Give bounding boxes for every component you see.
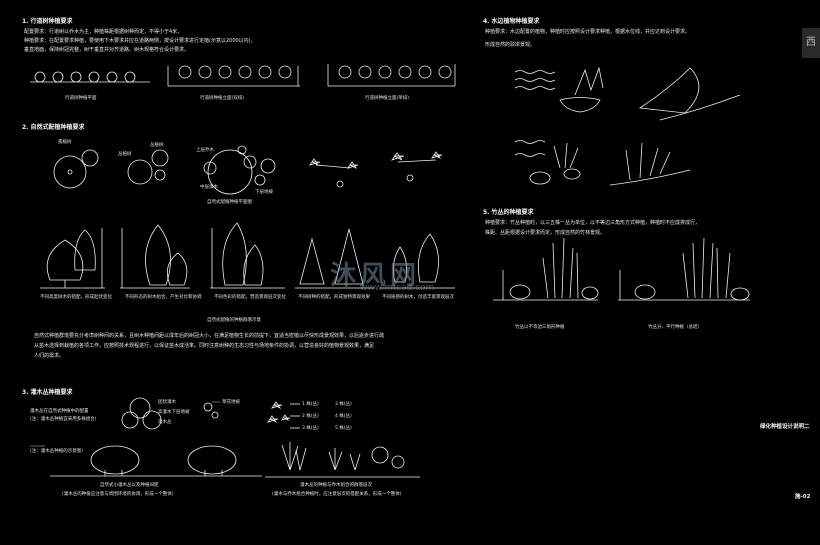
section-4-line-1: 种植要求：水边配置的植物，种植时应按照设计要求种植，根据水位线，并应达到设计要求… [485, 29, 691, 35]
legend-r3-b: 5 株(丛) [335, 426, 352, 431]
callout-5: 中层灌木 [200, 185, 218, 190]
section-5-line-1: 种植要求：竹丛种植时，以三五株一丛为单位，以不等边三角形方式种植，种植时不应成排… [485, 220, 701, 226]
row-trees-elev-double [167, 65, 300, 87]
s3-left-line-2: (注：灌木丛种植宜采用多株组合) [30, 417, 97, 422]
s3-left-line-1: 灌木丛在自然式种植中的配置 [30, 409, 89, 414]
legend-r1-b: 3 株(丛) [335, 402, 352, 407]
elev-caption-2: 不同形态的树木组合，产生对比和协调 [125, 295, 202, 300]
plan-caption: 自然式配植种植平面图 [207, 200, 252, 205]
elevation-frames [40, 228, 455, 289]
s3-left-note: (注：灌木丛种植的示意图) [30, 449, 84, 454]
section-5-line-2: 株距、丛距根据设计要求而定，形成自然的竹林景观。 [485, 230, 606, 236]
legend-lines [30, 401, 220, 447]
sheet-code: 施-02 [795, 494, 811, 500]
watermark-url: www.mfcad.com [360, 283, 435, 293]
elev-caption-4: 不同树种的搭配，形成独特景观效果 [298, 295, 370, 300]
elevation-trees [46, 222, 439, 288]
plan-symbols [53, 145, 276, 195]
palm-group [265, 442, 420, 478]
legend-r2-b: 4 株(丛) [335, 414, 352, 419]
row-trees-plan [30, 71, 150, 83]
section-4-line-2: 形成自然的驳岸景观。 [485, 42, 536, 48]
shrub-elev [50, 445, 262, 477]
s5-caption-2: 竹丛分、平行种植（总结） [648, 325, 702, 330]
caption-row-plan: 行道树种植平面 [65, 96, 97, 101]
section-5-title: 5. 竹丛的种植要求 [483, 209, 534, 216]
elev-caption-5: 不同质感的树木，创造丰富景观层次 [382, 295, 454, 300]
caption-row-single: 行道树种植立面(单排) [365, 96, 410, 101]
elev-caption-3: 不同色彩的搭配，营造景观层次变化 [214, 295, 286, 300]
section-1-title: 1. 行道树种植要求 [22, 18, 73, 25]
section-1-line-1: 配置要求：行道树以乔木为主，种植株距根据树种而定，不得小于4米， [24, 29, 183, 35]
row-trees-elev-single [327, 64, 456, 87]
callout-1: 孤植树 [58, 140, 72, 145]
s3-subcaption-2: (灌木与乔木组合种植时，应注意层次的搭配关系，形成一个整体) [272, 492, 402, 497]
bush-label-1: 团状灌木 [158, 400, 176, 405]
caption-row-double: 行道树种植立面(双排) [200, 96, 245, 101]
legend-r3-a: 3 株(丛) [302, 426, 319, 431]
callout-3: 丛植树 [150, 143, 164, 148]
bamboo-scene [493, 237, 750, 301]
section-3-title: 3. 灌木丛种植要求 [22, 389, 73, 396]
section-2-para-1: 自然式种植群落要充分考虑树种间的关系，且树木种植间距以成年后的树冠大小，在满足植… [34, 333, 385, 339]
section-2-title: 2. 自然式配植种植要求 [22, 124, 85, 131]
bush-label-2: 高灌木下层地被 [158, 410, 190, 415]
corner-tab[interactable]: 西 [802, 28, 820, 58]
s3-caption-1: 自然式小灌木丛以及种植间距 [100, 483, 159, 488]
callout-6: 下层地被 [255, 190, 273, 195]
watermark-logo: 沐风网 [330, 261, 421, 291]
legend-r2-a: 2 株(丛) [302, 414, 319, 419]
section-4-title: 4. 水边植物种植要求 [483, 18, 540, 25]
group-caption: 自然式配植的种植群落示意 [207, 318, 261, 323]
star-symbols [309, 151, 443, 188]
callout-2: 丛植树 [118, 152, 132, 157]
callout-4: 上层乔木 [196, 148, 214, 153]
elev-caption-1: 不同高度树木的搭配，形成起伏变化 [40, 295, 112, 300]
legend-r1-a: 1 株(丛) [302, 402, 319, 407]
section-2-para-3: 人们的需求。 [34, 353, 65, 359]
s3-subcaption-1: (灌木丛的种植应注意与周围环境的协调，形成一个整体) [62, 492, 174, 497]
water-scene [514, 66, 741, 186]
section-1-line-2: 种植要求：在配置要求种植，要使用下木要求并应在道路两侧，按设计要求进行定植(示意… [24, 38, 256, 44]
sheet-title: 绿化种植设计说明二 [760, 424, 810, 430]
section-2-para-2: 从苗木选择到栽植的各项工作，应按照技术规程进行，以保证苗木成活率。同时注意树种的… [34, 343, 375, 349]
star-legend-icons [267, 401, 300, 429]
s3-caption-2: 灌木丛的种植与乔木组合的群落层次 [300, 483, 372, 488]
shrub-plan [121, 397, 219, 430]
section-1-line-3: 垂直地面，保持树冠完整，树干垂直并对齐道路、树木规格符合设计要求。 [24, 47, 190, 53]
bush-label-3: 灌木丛 [158, 420, 172, 425]
legend-top: 草花地被 [222, 400, 240, 405]
s5-caption-1: 竹丛以不等边三角形种植 [515, 325, 565, 330]
